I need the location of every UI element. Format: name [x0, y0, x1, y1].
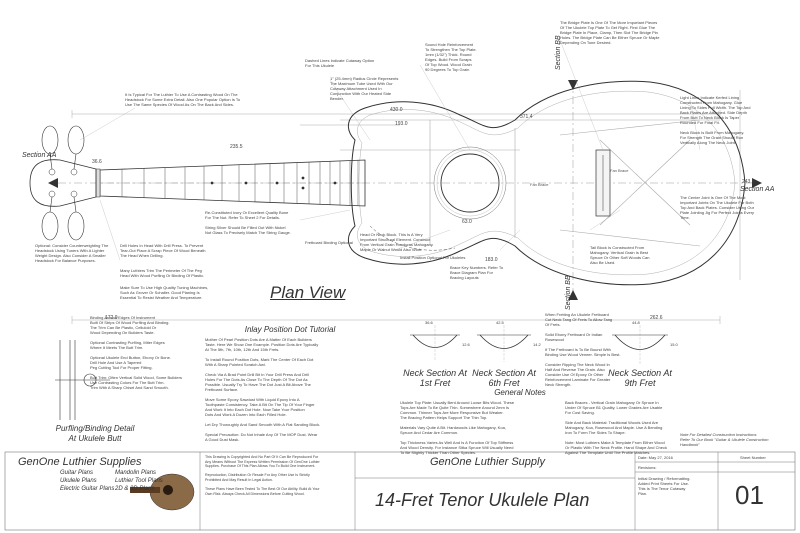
note-install-position: Install Position Optional For Ukuleles [400, 255, 466, 260]
note-fretboard-binding: Fretboard Binding Optional [305, 240, 353, 245]
supplier-name: GenOne Luthier Supply [430, 456, 545, 468]
note-cutaway: Dashed Lines Indicate Cutaway Option For… [305, 58, 375, 68]
section-aa-left-label: Section AA [22, 152, 57, 159]
note-brace-key: Brace Key Numbers. Refer To Brace Diagra… [450, 265, 504, 280]
sound-hole-rosette-outer [433, 146, 507, 220]
fan-brace-label-bottom: Fan Brace [530, 182, 549, 187]
revision-note: Initial Drawing / Reformatting. Added Pr… [638, 476, 691, 496]
neck-1-width: 36.6 [425, 320, 433, 325]
section-aa-arrow-left [48, 178, 58, 188]
note-string-silver: String Silver Should Be Filled Out With … [205, 225, 291, 235]
company-col1-item-3: Electric Guitar Plans [60, 486, 115, 492]
note-tuning-machines: Make Sure To Use High Quality Tuning Mac… [120, 285, 209, 300]
neck-section-6-title: Neck Section At 6th Fret [472, 368, 536, 388]
dim-nut: 36.6 [92, 159, 102, 165]
ukulele-body-outline [347, 80, 746, 286]
purfling-detail-drawing [55, 340, 110, 420]
frets [121, 160, 359, 206]
neck-section-9-title: Neck Section At 9th Fret [608, 368, 672, 388]
dim-lower-bout: 243.6 [742, 179, 755, 185]
neck-section-6 [477, 325, 531, 362]
note-bridge-plate: The Bridge Plate Is One Of The More Impo… [560, 20, 660, 45]
dim-neck-length: 235.5 [230, 144, 243, 150]
date-label: Date: May 27, 2016 [638, 455, 673, 460]
dim-waist: 183.0 [485, 257, 498, 263]
general-notes-right: Back Braces - Vertical Grain Mahogany Or… [565, 400, 667, 455]
neck-section-1-title: Neck Section At 1st Fret [403, 368, 467, 388]
note-head-block: Head Or Neck Block. This Is A Very Impor… [360, 232, 434, 252]
section-bb-bottom-label: Section BB [565, 275, 572, 310]
inlay-tutorial-title: Inlay Position Dot Tutorial [244, 325, 336, 334]
neck-9-width: 44.8 [632, 320, 640, 325]
dim-headstock: 172.0 [105, 315, 118, 321]
company-col2-item-3: 2D & 3D Plans [115, 486, 155, 492]
note-tail-block: Tail Block Is Constructed From Mahogany.… [590, 245, 650, 265]
title-block-border [4, 451, 796, 531]
dim-scale: 430.0 [390, 107, 403, 113]
plan-view-label: Plan View [270, 283, 346, 302]
leader-lines [79, 39, 701, 261]
revisions-label: Revisions: [638, 465, 657, 470]
note-neck-block: Neck Block Is Built From Mahogany. For S… [680, 130, 745, 145]
dim-soundhole: 63.0 [462, 219, 472, 225]
plan-title: 14-Fret Tenor Ukulele Plan [375, 490, 590, 510]
copyright-text: This Drawing Is Copyrighted And No Part … [205, 455, 320, 496]
logo-ukulele-icon [130, 473, 195, 511]
dim-bridge: 262.6 [650, 315, 663, 321]
neck-6-depth: 14.2 [533, 342, 541, 347]
neck-section-9 [612, 325, 668, 364]
fan-brace-label-top: Fan Brace [610, 168, 629, 173]
section-bb-arrow-top [568, 80, 578, 90]
note-perimeter-trim: Many Luthiers Trim The Perimeter Of The … [120, 268, 205, 278]
note-kerfed-lining: Light Lines Indicate Kerfed Lining Const… [680, 95, 751, 125]
tuner-buttons [41, 125, 85, 241]
note-sound-hole: Sound Hole Reinforcement To Strengthen T… [425, 42, 477, 72]
general-notes-left: Ukulele Top Plate: Usually Bent Around L… [400, 400, 515, 455]
cutaway-dashed [369, 225, 456, 251]
general-notes-title: General Notes [494, 388, 546, 397]
nut [95, 168, 101, 198]
note-radius: 1" (25.4mm) Radius Circle Represents The… [330, 76, 399, 101]
section-bb-arrow-bottom [568, 290, 578, 300]
purfling-notes: Binding Around Edges Of Instrument Built… [90, 315, 182, 390]
company-col1-item-1: Guitar Plans [60, 470, 94, 476]
company-col1-item-2: Ukulele Plans [60, 478, 97, 484]
neck-9-depth: 15.0 [670, 342, 678, 347]
purfling-detail-title: Purfling/Binding Detail At Ukulele Butt [55, 424, 135, 443]
note-center-joint: The Center Joint Is One Of The Most Impo… [680, 195, 755, 220]
company-col2-item-2: Luthier Tool Plans [115, 478, 163, 484]
kerfed-lining-outline [357, 90, 736, 276]
dim-upper-bout: 193.0 [395, 121, 408, 127]
neck-1-depth: 12.6 [462, 342, 470, 347]
section-aa-arrow-right [752, 178, 762, 188]
note-nut-material: Re-Constituted Ivory Or Excellent Qualit… [205, 210, 289, 220]
dim-body-length: 371.4 [520, 114, 533, 120]
neck-section-1 [410, 325, 460, 360]
company-col2-item-1: Mandolin Plans [115, 470, 157, 476]
position-dots [210, 176, 337, 190]
sheet-number: 01 [735, 480, 764, 510]
section-aa-right-label: Section AA [740, 186, 775, 193]
inlay-tutorial-text: Mother Of Pearl Position Dots Are A Matt… [205, 337, 321, 442]
neck-6-width: 42.5 [496, 320, 504, 325]
sound-hole [440, 153, 500, 213]
headstock [29, 159, 97, 207]
note-headstock-weight: Optional: Consider Counterweighting The … [35, 243, 109, 263]
note-fretboard: When Fretting An Ukulele Fretboard Cut N… [545, 312, 621, 387]
footer-note: Note For Detailed Construction Instructi… [680, 432, 769, 447]
company-name: GenOne Luthier Supplies [18, 456, 142, 468]
note-drill-holes: Drill Holes In Head With Drill Press. To… [120, 243, 206, 258]
bracing [429, 119, 701, 247]
sheet-label: Sheet Number [740, 455, 766, 460]
note-top-center-1: It Is Typical For The Luthier To Use A C… [125, 92, 241, 107]
